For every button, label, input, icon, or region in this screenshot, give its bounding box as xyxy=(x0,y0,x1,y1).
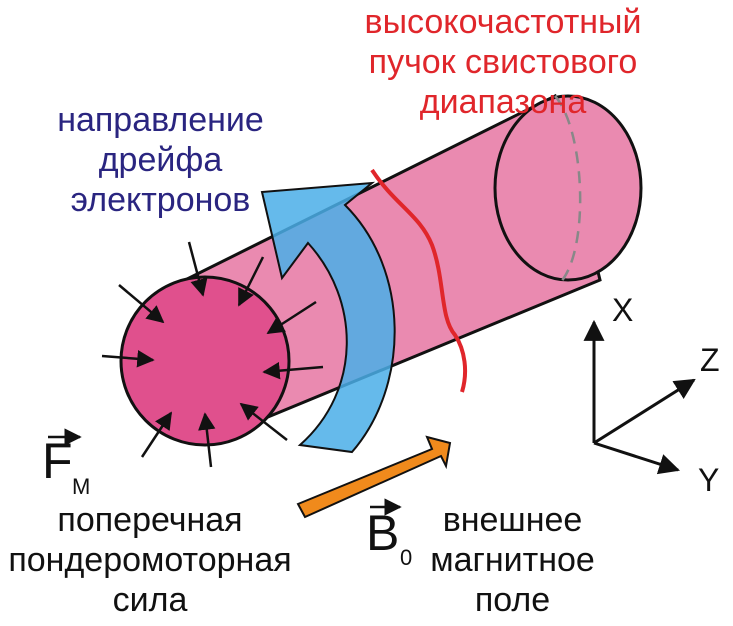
field-label-line1: внешнее xyxy=(442,501,583,539)
whistler-beam xyxy=(370,168,468,393)
force-label: поперечная пондеромоторная сила xyxy=(0,500,300,620)
force-subscript: M xyxy=(72,474,91,499)
drift-label-line3: электронов xyxy=(70,181,251,219)
drift-label-line1: направление xyxy=(57,101,264,139)
magnetic-field-arrow xyxy=(296,435,452,519)
field-subscript: 0 xyxy=(400,545,413,570)
force-label-line2: пондеромоторная xyxy=(8,541,292,579)
force-symbol: F xyxy=(42,433,73,489)
field-label-line3: поле xyxy=(474,581,551,619)
coordinate-axes xyxy=(583,319,696,475)
axis-z-label: Z xyxy=(700,342,720,378)
whistler-label-line3: диапазона xyxy=(419,83,587,121)
whistler-label-line2: пучок свистового xyxy=(368,43,638,81)
axis-x-label: X xyxy=(612,292,634,328)
drift-direction-arrow xyxy=(260,181,396,454)
whistler-label-line1: высокочастотный xyxy=(364,3,642,41)
force-label-line1: поперечная xyxy=(57,501,243,539)
field-symbol: B xyxy=(366,505,400,561)
ponderomotive-force-arrows xyxy=(101,241,324,468)
force-label-line3: сила xyxy=(112,581,188,619)
drift-label-line2: дрейфа xyxy=(98,141,223,179)
field-label: внешнее магнитное поле xyxy=(425,500,600,620)
drift-label: направление дрейфа электронов xyxy=(48,100,273,220)
axis-y-label: Y xyxy=(698,462,720,498)
whistler-label: высокочастотный пучок свистового диапазо… xyxy=(358,2,648,122)
field-label-line2: магнитное xyxy=(430,541,595,579)
